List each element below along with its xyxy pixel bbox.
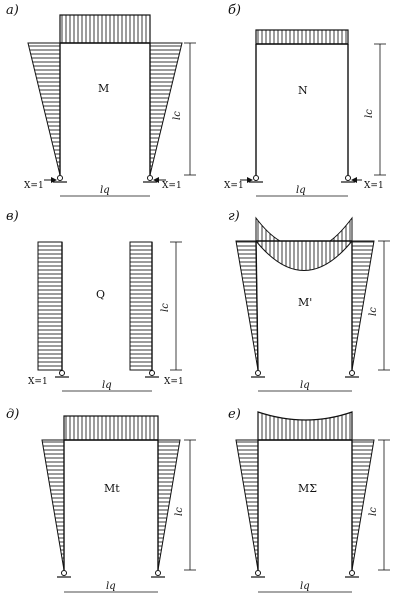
panel-d-label: д) [6,407,19,422]
left-unit-force-label: X=1 [24,181,44,191]
beam-sagging-moment-diagram [254,240,354,271]
right-support-icon [345,570,359,578]
right-column-moment-diagram [351,240,375,371]
diagram-symbol: Mt [104,482,120,495]
span-length-label: lq [300,581,310,592]
left-column-moment-diagram [27,42,61,176]
span-length-label: lq [300,380,310,391]
left-support-icon [57,570,71,578]
left-unit-force-label: X=1 [224,181,244,191]
beam-hogging-moment-diagram [255,216,353,242]
right-support-icon [151,570,165,578]
left-support-icon [53,175,67,183]
left-unit-force-label: X=1 [28,377,48,387]
right-support-icon [143,175,157,183]
panel-a: a) M X=1 X=1 lq lc [6,3,196,197]
left-support-icon [251,370,265,378]
right-column-moment-diagram [351,439,375,571]
right-support-icon [145,370,159,378]
beam-moment-diagram [257,411,353,441]
left-column-moment-diagram [235,439,259,571]
left-column-shear-diagram [37,241,63,371]
diagram-symbol: MΣ [298,482,317,495]
diagram-symbol: M [98,82,109,95]
column-height-label: lc [368,507,379,516]
diagram-symbol: Q [96,288,105,301]
panel-e: е) MΣ lq lc [228,407,390,593]
right-column-shear-diagram [129,241,153,371]
diagram-symbol: N [298,84,308,97]
column-height-label: lc [368,307,379,316]
panel-a-label: a) [6,3,19,18]
right-column-moment-diagram [157,439,181,571]
right-support-icon [345,370,359,378]
left-column-moment-diagram [41,439,65,571]
column-height-label: lc [160,303,171,312]
beam-moment-diagram [59,14,151,44]
span-length-label: lq [100,185,110,196]
beam-normal-force-diagram [255,29,349,45]
panel-d: д) Mt lq lc [6,407,196,593]
span-length-label: lq [102,380,112,391]
left-column-moment-diagram [235,240,259,371]
panel-v: в) Q X=1 X=1 lq lc [6,209,184,392]
column-height-label: lc [172,111,183,120]
column-height-label: lc [174,507,185,516]
right-unit-force-label: X=1 [162,181,182,191]
right-support-icon [341,175,355,183]
right-column-moment-diagram [149,42,183,176]
panel-g-label: г) [228,209,240,224]
panel-b: б) N X=1 X=1 lq lc [224,3,386,197]
frame-left-column [255,240,259,371]
right-unit-force-label: X=1 [364,181,384,191]
column-height-label: lc [364,109,375,118]
panel-b-label: б) [228,3,241,18]
left-support-icon [55,370,69,378]
panel-g: г) M' lq lc [228,209,390,392]
panel-v-label: в) [6,209,19,224]
beam-moment-diagram [63,415,159,441]
right-unit-force-label: X=1 [164,377,184,387]
left-support-icon [251,570,265,578]
diagram-symbol: M' [298,296,312,309]
panel-e-label: е) [228,407,241,422]
span-length-label: lq [106,581,116,592]
left-support-icon [249,175,263,183]
span-length-label: lq [296,185,306,196]
